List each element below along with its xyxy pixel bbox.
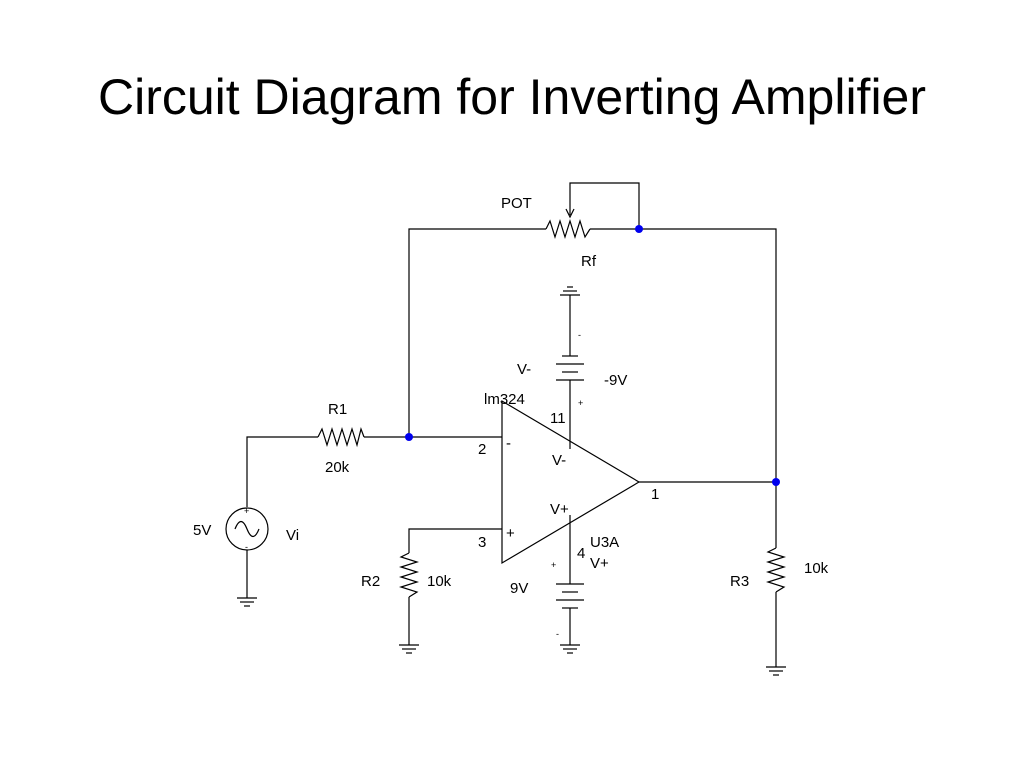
rf-label: Rf [581, 253, 597, 270]
ground-source [237, 597, 257, 607]
pos-supply-plus-sign: + [551, 560, 556, 570]
potentiometer-rf [545, 182, 640, 240]
r3-label: R3 [730, 573, 749, 590]
slide-title: Circuit Diagram for Inverting Amplifier [97, 69, 927, 125]
pin-4-label: 4 [577, 545, 585, 562]
pot-label: POT [501, 195, 532, 212]
source-minus-sign: - [245, 542, 248, 552]
pin-3-label: 3 [478, 534, 486, 551]
feedback-wire [408, 228, 777, 482]
r2-label: R2 [361, 573, 380, 590]
opamp-model-label: lm324 [484, 391, 525, 408]
noninverting-wire [408, 528, 502, 645]
source-name-label: Vi [286, 527, 299, 544]
resistor-r1 [317, 426, 365, 448]
pin-11-label: 11 [550, 410, 566, 427]
supply-vplus-label: V+ [590, 555, 609, 572]
opamp-vminus-label: V- [552, 452, 566, 469]
resistor-r3 [765, 547, 787, 593]
junction-dot-inverting [405, 433, 413, 441]
neg-supply-plus-sign: + [578, 398, 583, 408]
ground-positive-supply [560, 644, 580, 654]
input-wire [246, 436, 502, 507]
source-voltage-label: 5V [193, 522, 211, 539]
neg-supply-minus-sign: - [578, 330, 581, 340]
opamp-part-label: U3A [590, 534, 619, 551]
neg-supply-label: V- [517, 361, 531, 378]
junction-dot-output [772, 478, 780, 486]
pos-supply-value: 9V [510, 580, 528, 597]
r3-value: 10k [804, 560, 829, 577]
opamp-noninverting-sign: + [506, 525, 515, 542]
pin-2-label: 2 [478, 441, 486, 458]
resistor-r2 [398, 552, 420, 598]
r2-value: 10k [427, 573, 452, 590]
opamp-vplus-label: V+ [550, 501, 569, 518]
source-plus-sign: + [244, 506, 249, 516]
ground-r2 [399, 644, 419, 654]
opamp-lm324 [501, 399, 776, 565]
ac-source-vi [225, 507, 269, 598]
negative-supply-battery [556, 295, 584, 449]
ground-negative-supply [560, 286, 580, 296]
positive-supply-battery [556, 515, 584, 645]
r1-label: R1 [328, 401, 347, 418]
opamp-inverting-sign: - [506, 435, 511, 452]
r1-value: 20k [325, 459, 350, 476]
pos-supply-minus-sign: - [556, 629, 559, 639]
junction-dot-pot [635, 225, 643, 233]
pin-1-label: 1 [651, 486, 659, 503]
ground-r3 [766, 666, 786, 676]
neg-supply-value: -9V [604, 372, 627, 389]
